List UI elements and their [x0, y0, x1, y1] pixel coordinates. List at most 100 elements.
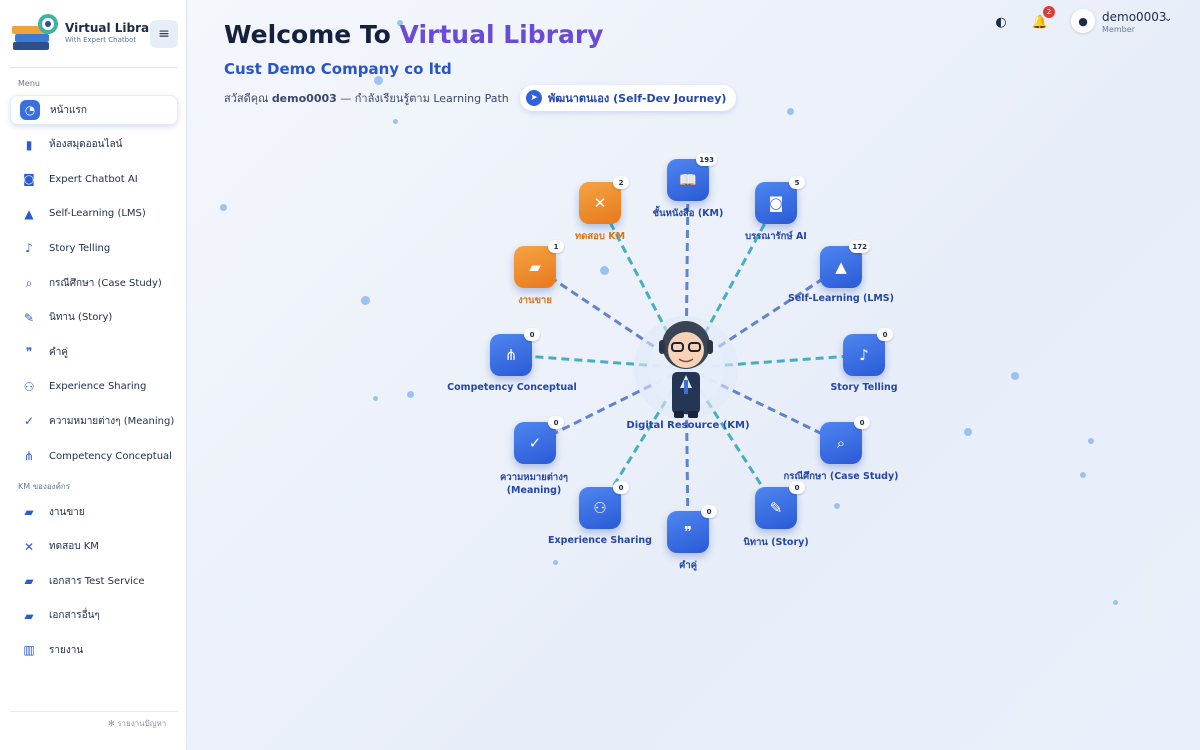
- sidebar-item[interactable]: ▮ห้องสมุดออนไลน์: [10, 130, 178, 160]
- sidebar-item-label: งานขาย: [49, 506, 85, 518]
- robot-icon: ◙: [768, 194, 784, 212]
- sidebar-item-label: กรณีศึกษา (Case Study): [49, 277, 162, 289]
- count-badge: 0: [524, 328, 540, 341]
- resource-node-label[interactable]: ความหมายต่างๆ (Meaning): [500, 472, 568, 496]
- resource-node[interactable]: ❞0: [667, 505, 717, 553]
- resource-node[interactable]: ⋔0: [490, 328, 540, 376]
- count-badge: 5: [789, 176, 805, 189]
- resource-node-label[interactable]: งานขาย: [518, 295, 552, 306]
- sidebar-item-label: Expert Chatbot AI: [49, 173, 138, 185]
- resource-node[interactable]: ▲172: [820, 240, 870, 288]
- resource-node-label[interactable]: นิทาน (Story): [743, 537, 809, 548]
- sidebar-item-label: เอกสารอื่นๆ: [49, 610, 100, 622]
- microphone-icon: ♪: [859, 346, 869, 364]
- sidebar-item-label: ทดสอบ KM: [49, 541, 99, 553]
- greeting: สวัสดีคุณ demo0003 — กำลังเรียนรู้ตาม Le…: [224, 92, 509, 105]
- robot-icon: ◙: [23, 172, 35, 187]
- sidebar-item-label: คำคู่: [49, 346, 68, 358]
- count-badge: 0: [548, 416, 564, 429]
- resource-node[interactable]: ✎0: [755, 481, 805, 529]
- report-problem-link[interactable]: ✻ รายงานปัญหา: [108, 717, 166, 730]
- sidebar-item[interactable]: ▰เอกสารอื่นๆ: [10, 601, 178, 631]
- gear-icon: ✻: [108, 719, 118, 728]
- feather-icon: ✎: [23, 310, 35, 325]
- resource-node[interactable]: ✓0: [514, 416, 564, 464]
- sidebar-item[interactable]: ⋔Competency Conceptual: [10, 441, 178, 471]
- resource-node-label[interactable]: ทดสอบ KM: [574, 231, 626, 242]
- resource-network: [510, 179, 865, 533]
- menu-toggle-button[interactable]: ≡: [150, 20, 178, 48]
- count-badge: 172: [849, 240, 870, 253]
- resource-node-label[interactable]: บรรณารักษ์ AI: [745, 231, 807, 242]
- people-icon: ⚇: [23, 379, 35, 394]
- hamburger-icon: ≡: [158, 26, 170, 42]
- theme-toggle-icon[interactable]: ◐: [995, 14, 1007, 30]
- feather-icon: ✎: [769, 499, 783, 517]
- spellcheck-icon: ✓: [528, 434, 542, 452]
- avatar[interactable]: ●: [1071, 9, 1095, 33]
- resource-node-label[interactable]: Competency Conceptual: [447, 382, 577, 393]
- resource-node-label[interactable]: ชั้นหนังสือ (KM): [652, 208, 724, 219]
- brand[interactable]: Virtual Library With Expert Chatbot ≡: [10, 12, 178, 64]
- brand-title: Virtual Library: [65, 21, 163, 35]
- share-nodes-icon: ⋔: [504, 346, 518, 364]
- sidebar-item[interactable]: ▲ Self-Learning (LMS): [10, 199, 178, 229]
- resource-node[interactable]: ✕2: [579, 176, 629, 224]
- sidebar-item[interactable]: ✕ ทดสอบ KM: [10, 532, 178, 562]
- page-title: Welcome To Virtual Library: [224, 20, 604, 49]
- chevron-down-icon[interactable]: ⌄: [1164, 13, 1173, 24]
- divider: [10, 711, 178, 712]
- page-title-accent: Virtual Library: [399, 20, 604, 49]
- quote-icon: ❞: [25, 345, 33, 360]
- count-badge: 0: [701, 505, 717, 518]
- greeting-user: demo0003: [271, 92, 337, 105]
- main-content: Welcome To Virtual Library Cust Demo Com…: [188, 0, 1200, 750]
- sidebar-item-label: ความหมายต่างๆ (Meaning): [49, 415, 175, 427]
- menu-section-label: Menu: [18, 79, 40, 88]
- resource-node[interactable]: 📖193: [667, 153, 717, 201]
- rocket-icon: ➤: [526, 90, 542, 106]
- learning-path-pill[interactable]: ➤ พัฒนาตนเอง (Self-Dev Journey): [520, 85, 737, 111]
- sidebar-item[interactable]: ⚇ Experience Sharing: [10, 372, 178, 402]
- quote-icon: ❞: [683, 523, 693, 541]
- resource-node-label[interactable]: คำคู่: [678, 560, 698, 571]
- sidebar-item[interactable]: ❞ คำคู่: [10, 337, 178, 367]
- report-problem-label: รายงานปัญหา: [117, 719, 167, 728]
- book-icon: ▮: [25, 137, 33, 152]
- folder-icon: ▰: [529, 258, 541, 276]
- sidebar-item[interactable]: ▰งานขาย: [10, 497, 178, 527]
- resource-node[interactable]: ♪0: [843, 328, 893, 376]
- sidebar-item-label: Experience Sharing: [49, 381, 147, 393]
- sidebar-item[interactable]: ✓ ความหมายต่างๆ (Meaning): [10, 406, 178, 436]
- bar-chart-icon: ▥: [23, 643, 35, 658]
- resource-node-label[interactable]: กรณีศึกษา (Case Study): [783, 471, 899, 482]
- folder-icon: ▰: [24, 574, 34, 589]
- resource-node[interactable]: ◙5: [755, 176, 805, 224]
- resource-node[interactable]: ⌕0: [820, 416, 870, 464]
- sidebar-item-label: รายงาน: [49, 644, 84, 656]
- sidebar-item[interactable]: ◔หน้าแรก: [10, 95, 178, 125]
- sidebar-item[interactable]: ♪Story Telling: [10, 233, 178, 263]
- resource-node[interactable]: ▰1: [514, 240, 564, 288]
- sidebar-item-label: หน้าแรก: [50, 104, 87, 116]
- sidebar-item[interactable]: ◙ Expert Chatbot AI: [10, 164, 178, 194]
- people-icon: ⚇: [593, 499, 607, 517]
- resource-node-label[interactable]: Self-Learning (LMS): [788, 293, 894, 304]
- bell-icon[interactable]: 🔔: [1031, 14, 1049, 30]
- count-badge: 0: [613, 481, 629, 494]
- sidebar-item[interactable]: ▥ รายงาน: [10, 635, 178, 665]
- username[interactable]: demo0003: [1102, 10, 1167, 24]
- graduation-cap-icon: ▲: [24, 206, 34, 221]
- resource-node[interactable]: ⚇0: [579, 481, 629, 529]
- resource-node-label[interactable]: Story Telling: [830, 382, 898, 393]
- spellcheck-icon: ✓: [23, 414, 35, 429]
- sidebar-item-label: Self-Learning (LMS): [49, 208, 146, 220]
- hub-avatar-icon[interactable]: [659, 321, 713, 418]
- sidebar-item[interactable]: ▰เอกสาร Test Service: [10, 566, 178, 596]
- learning-path-label: พัฒนาตนเอง (Self-Dev Journey): [548, 92, 727, 105]
- tools-icon: ✕: [23, 539, 35, 554]
- search-doc-icon: ⌕: [836, 434, 846, 452]
- resource-node-label[interactable]: Experience Sharing: [548, 535, 652, 546]
- sidebar-item[interactable]: ✎นิทาน (Story): [10, 303, 178, 333]
- sidebar-item[interactable]: ⌕กรณีศึกษา (Case Study): [10, 268, 178, 298]
